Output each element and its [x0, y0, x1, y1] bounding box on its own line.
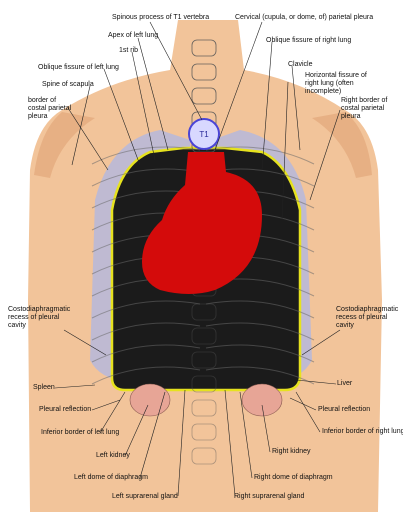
- label-spleen: Spleen: [33, 384, 55, 391]
- vertebra: [191, 303, 217, 321]
- rib: [91, 300, 201, 319]
- label-right-kidney: Right kidney: [272, 448, 311, 455]
- shoulder-shade-right: [312, 112, 372, 178]
- rib: [91, 322, 201, 341]
- label-costodiaphragmatic-right: Costodiaphragmatic recess of pleural cav…: [336, 306, 399, 329]
- rib: [91, 146, 201, 165]
- label-cervical-cupula: Cervical (cupula, or dome, of) parietal …: [235, 14, 374, 21]
- label-pleural-reflection-left: Pleural reflection: [39, 406, 92, 413]
- label-pleural-reflection-right: Pleural reflection: [318, 406, 371, 413]
- heart-shape: [142, 152, 262, 294]
- vertebra: [191, 423, 217, 441]
- label-inferior-border-left: Inferior border of left lung: [41, 429, 120, 436]
- left-kidney-shape: [129, 383, 171, 417]
- label-spine-scapula: Spine of scapula: [42, 81, 94, 88]
- label-spinous-process-t1: Spinous process of T1 vertebra: [112, 14, 210, 21]
- vertebra: [191, 63, 217, 81]
- label-left-dome: Left dome of diaphragm: [74, 474, 148, 481]
- label-apex-left-lung: Apex of left lung: [108, 32, 159, 39]
- rib: [205, 344, 315, 363]
- rib: [91, 366, 201, 385]
- label-liver: Liver: [337, 380, 353, 387]
- label-right-border-costal: Right border of costal parietal pleura: [341, 97, 388, 120]
- vertebra: [191, 447, 217, 465]
- vertebra: [191, 399, 217, 417]
- vertebra: [191, 351, 217, 369]
- label-right-dome: Right dome of diaphragm: [254, 474, 333, 481]
- vertebra: [191, 87, 217, 105]
- label-clavicle: Clavicle: [288, 61, 313, 68]
- label-oblique-fissure-left: Oblique fissure of left lung: [38, 64, 119, 71]
- label-left-kidney: Left kidney: [96, 452, 130, 459]
- label-border-costal-left: border of costal parietal pleura: [28, 97, 72, 120]
- rib: [205, 322, 315, 341]
- shoulder-shade-left: [34, 112, 95, 178]
- t1-marker-label: T1: [199, 130, 209, 139]
- label-horizontal-fissure-right: Horizontal fissure of right lung (often …: [305, 72, 367, 95]
- label-left-suprarenal: Left suprarenal gland: [112, 493, 178, 500]
- label-inferior-border-right: Inferior border of right lung: [322, 428, 403, 435]
- vertebra: [191, 327, 217, 345]
- rib: [91, 344, 201, 363]
- label-costodiaphragmatic-left: Costodiaphragmatic recess of pleural cav…: [8, 306, 71, 329]
- rib: [205, 146, 315, 165]
- t1-vertebra-marker: [188, 118, 220, 150]
- label-right-suprarenal: Right suprarenal gland: [234, 493, 305, 500]
- leader-lines: [54, 21, 341, 497]
- vertebra: [191, 375, 217, 393]
- vertebra: [191, 39, 217, 57]
- label-first-rib: 1st rib: [119, 47, 139, 54]
- rib: [205, 366, 315, 385]
- right-kidney-shape: [241, 383, 283, 417]
- label-oblique-fissure-right: Oblique fissure of right lung: [266, 37, 352, 44]
- rib: [205, 300, 315, 319]
